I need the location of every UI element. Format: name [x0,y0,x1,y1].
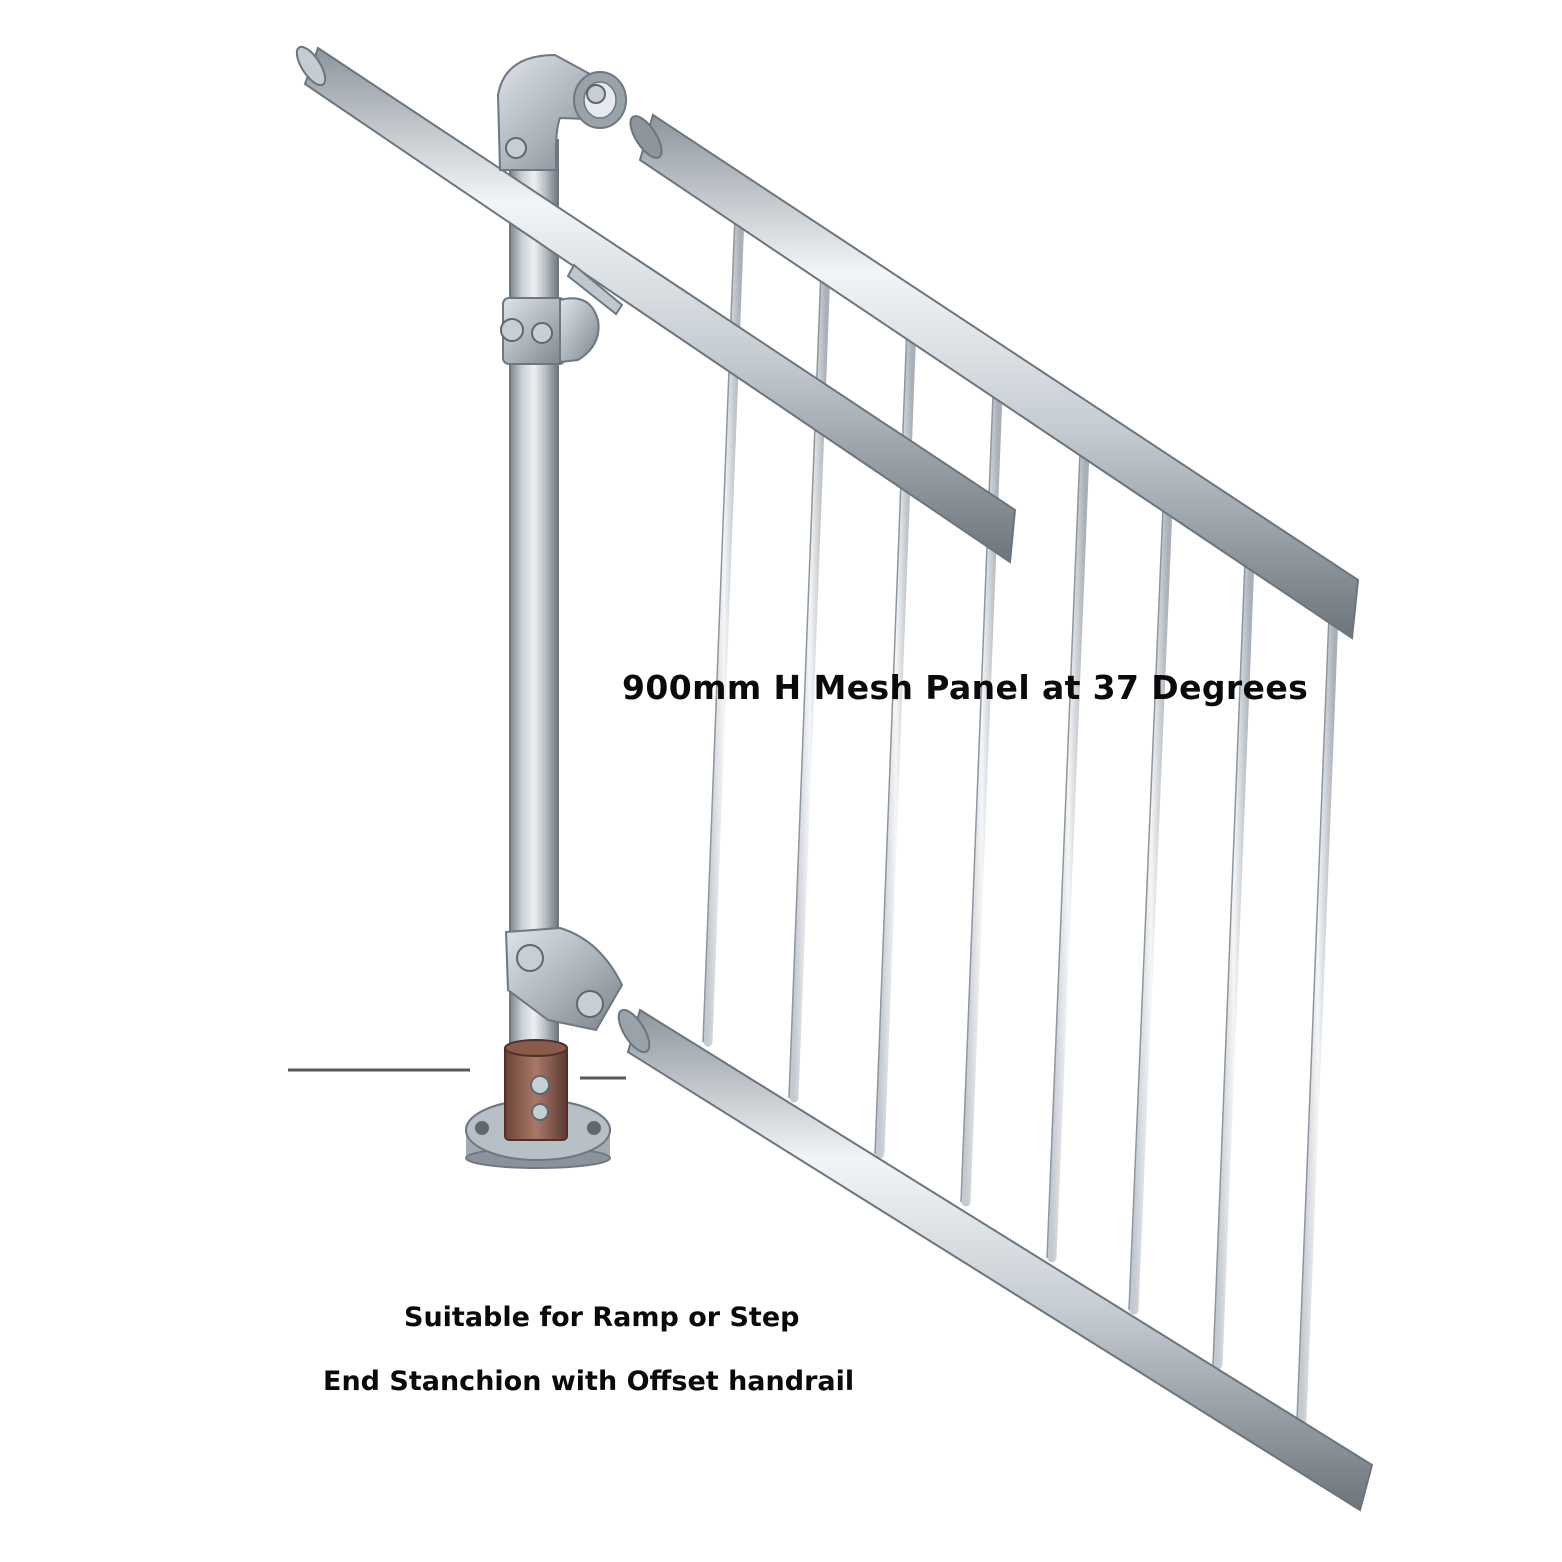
ground-line [288,1068,626,1080]
mesh-panel-bottom-rail [617,1008,1374,1512]
suitable-caption: Suitable for Ramp or Step [404,1302,800,1333]
mesh-panel-top-rail [629,113,1360,640]
stanchion-caption: End Stanchion with Offset handrail [323,1366,855,1397]
panel-caption: 900mm H Mesh Panel at 37 Degrees [622,668,1309,707]
upright-post [509,139,559,1051]
elbow-fitting [496,53,627,171]
offset-bracket-fitting [500,263,624,365]
adjustable-swivel-fitting [504,926,624,1032]
handrail-tube [295,45,1017,564]
base-flange-fitting [465,1039,611,1169]
